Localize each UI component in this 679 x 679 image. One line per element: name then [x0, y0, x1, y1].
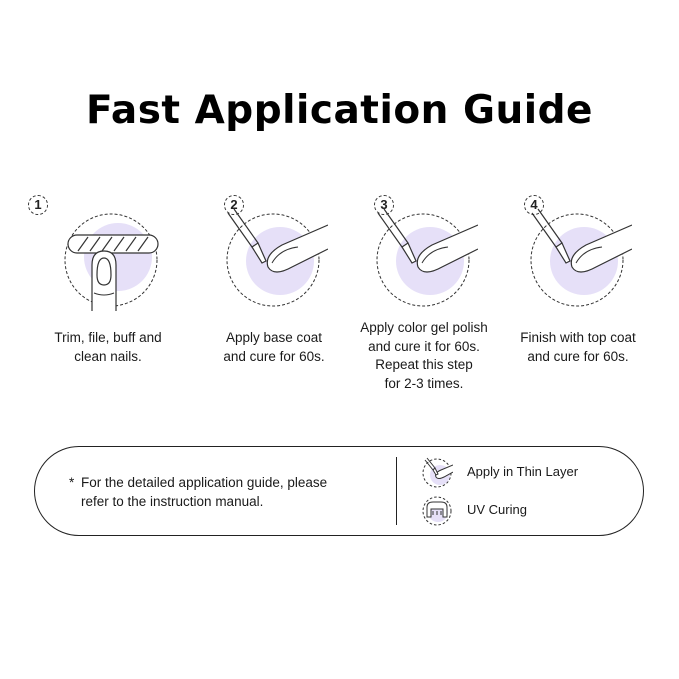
- legend-label: UV Curing: [467, 502, 527, 517]
- step-number-badge: 2: [224, 195, 244, 215]
- info-panel: * For the detailed application guide, pl…: [34, 446, 644, 536]
- nail-file-icon: [64, 213, 159, 311]
- uv-lamp-icon: [422, 496, 452, 526]
- brush-nail-icon: [530, 208, 632, 307]
- step-number-badge: 3: [374, 195, 394, 215]
- step-number-badge: 1: [28, 195, 48, 215]
- thin-layer-brush-icon: [422, 457, 453, 488]
- legend-label: Apply in Thin Layer: [467, 464, 579, 479]
- step-caption: Finish with top coat and cure for 60s.: [520, 330, 636, 364]
- step-caption: Apply color gel polish and cure it for 6…: [360, 320, 488, 391]
- panel-divider: [396, 457, 397, 525]
- brush-nail-icon: [226, 208, 328, 307]
- step-caption: Apply base coat and cure for 60s.: [223, 330, 325, 364]
- asterisk: *: [69, 475, 75, 490]
- instruction-note: * For the detailed application guide, pl…: [69, 475, 328, 509]
- page-title: Fast Application Guide: [86, 88, 593, 133]
- step-caption: Trim, file, buff and clean nails.: [54, 330, 162, 364]
- brush-nail-icon: [376, 208, 478, 307]
